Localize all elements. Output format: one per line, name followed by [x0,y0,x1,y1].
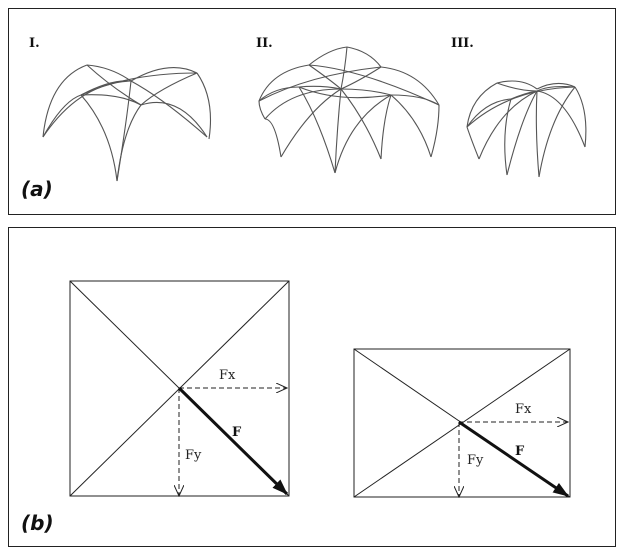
vault-numeral-1: I. [29,36,40,51]
fx-label-square: Fx [219,368,236,383]
f-arrow-square [177,386,289,496]
vault-sketch-3 [466,80,587,178]
f-label-square: F [232,425,242,440]
vault-sketch-2 [258,46,440,174]
panel-a-label: (a) [21,177,53,201]
fy-label-square: Fy [185,448,202,463]
vault-numeral-3: III. [451,36,474,51]
f-arrow-rectangle [458,420,569,498]
panel-a: I. II. III. [8,8,616,215]
f-label-rectangle: F [515,444,525,459]
fx-label-rectangle: Fx [515,402,532,417]
panel-b-label: (b) [21,511,54,535]
force-diagrams: Fx Fy F Fx Fy F [69,280,571,546]
panel-b: Fx Fy F Fx Fy F (b) [8,227,616,547]
fy-label-rectangle: Fy [467,453,484,468]
vault-sketches: I. II. III. [29,36,587,182]
square-diagram: Fx Fy F [69,280,290,496]
vault-numeral-2: II. [256,36,273,51]
rectangle-diagram: Fx Fy F [353,348,571,498]
vault-sketch-1 [42,64,212,182]
